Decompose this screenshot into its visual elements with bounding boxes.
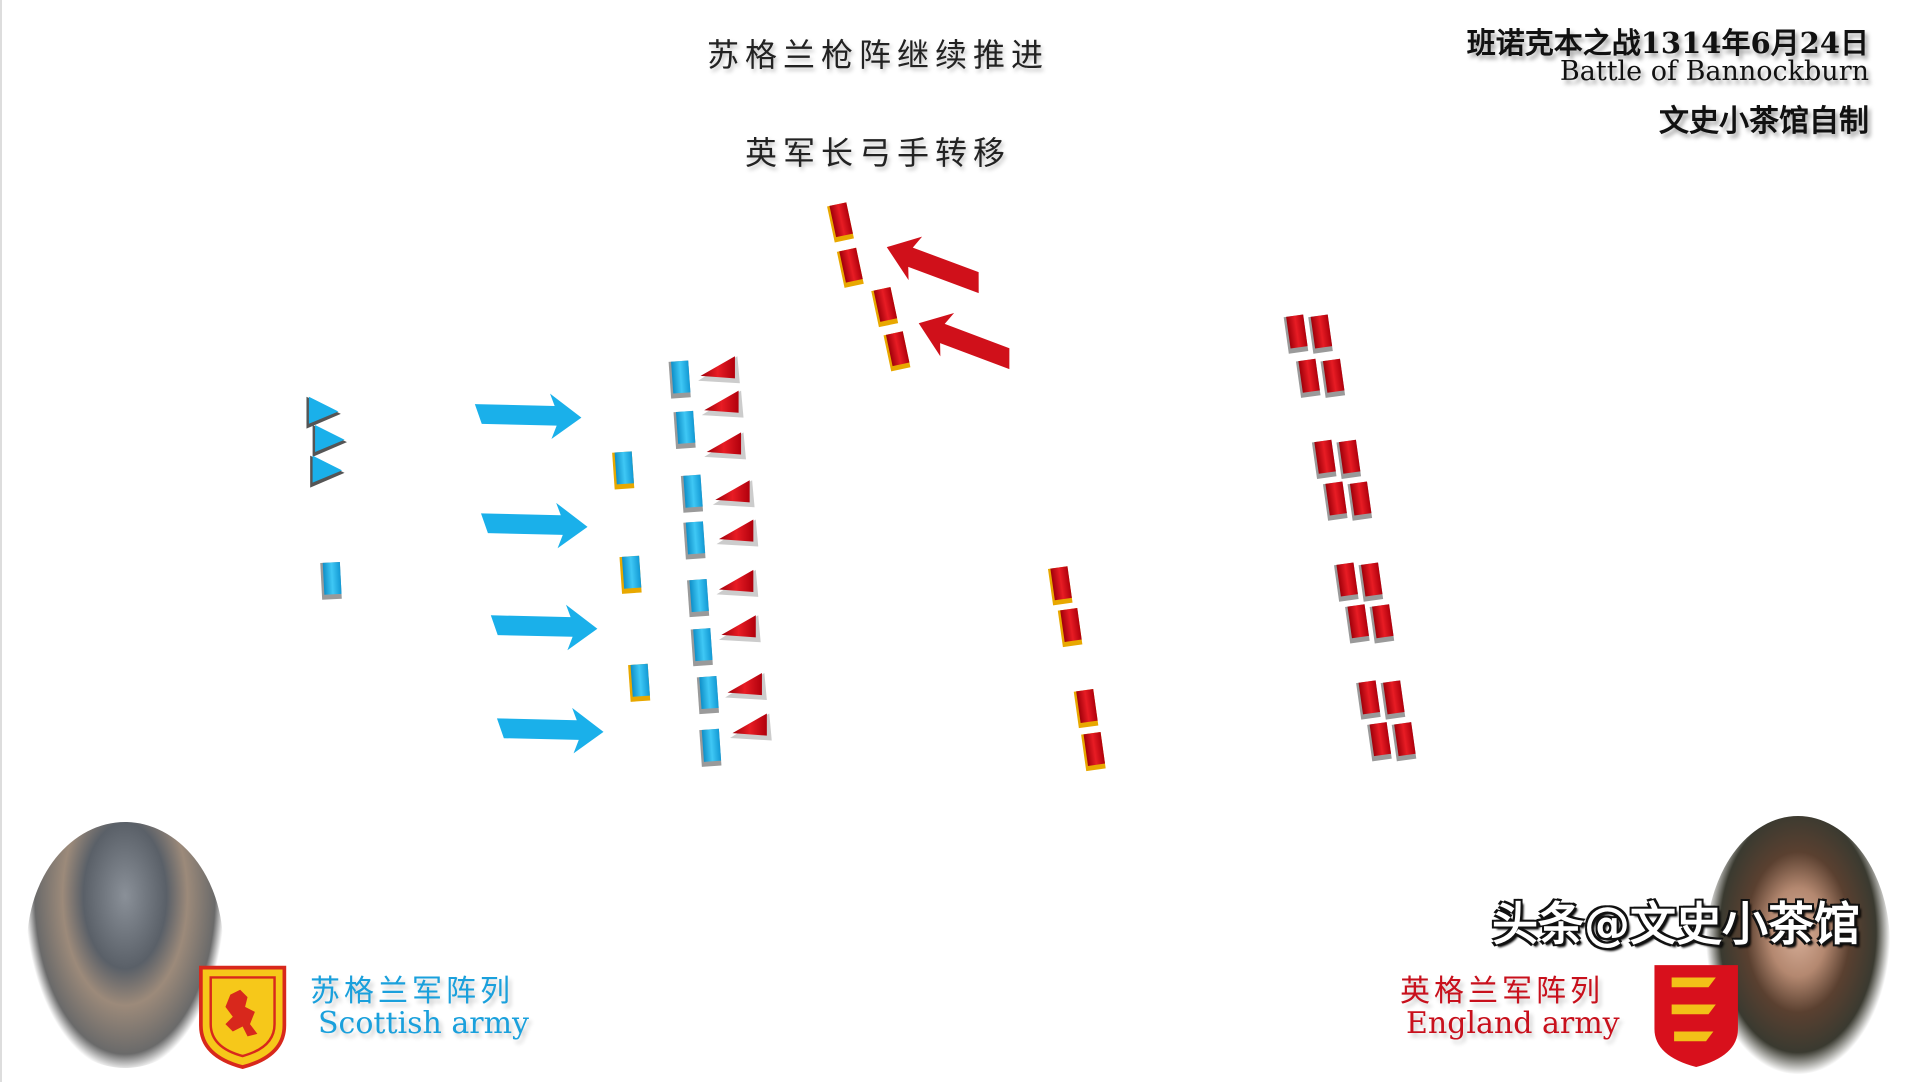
credit-label: 文史小茶馆自制 — [1659, 104, 1869, 139]
english-infantry-marker — [1367, 722, 1392, 762]
english-cavalry-marker — [716, 569, 759, 597]
scottish-frontline-marker — [673, 410, 696, 449]
scottish-schiltron-marker — [628, 663, 651, 702]
english-cavalry-marker — [725, 672, 767, 700]
english-cavalry-marker — [701, 390, 744, 418]
longbow-move-arrow — [918, 312, 1010, 370]
scottish-cavalry-marker — [310, 455, 345, 488]
english-archer-marker — [1073, 688, 1099, 729]
scottish-schiltron-marker — [619, 555, 642, 594]
scottish-frontline-marker — [668, 360, 691, 399]
english-cavalry-marker — [716, 519, 759, 547]
english-infantry-marker — [1380, 680, 1406, 720]
english-cavalry-marker — [712, 480, 755, 508]
english-infantry-marker — [1356, 680, 1381, 720]
scottish-schiltron-marker — [612, 451, 635, 490]
english-infantry-marker — [1295, 358, 1321, 398]
scottish-frontline-marker — [699, 728, 722, 767]
scottish-commander-portrait — [27, 822, 223, 1068]
english-legend-cn: 英格兰军阵列 — [1400, 974, 1604, 1009]
english-infantry-marker — [1391, 722, 1417, 762]
english-cavalry-marker — [718, 615, 761, 643]
scottish-advance-arrow — [496, 707, 604, 754]
scottish-reserve-marker — [320, 561, 342, 600]
english-infantry-marker — [1369, 604, 1395, 644]
watermark: 头条@文史小茶馆 — [1492, 897, 1860, 951]
english-archer-marker — [1057, 607, 1083, 648]
battle-date-cn: 班诺克本之战1314年6月24日 — [1466, 26, 1869, 60]
english-infantry-marker — [1358, 562, 1384, 602]
english-cavalry-marker — [730, 713, 772, 741]
scottish-frontline-marker — [690, 628, 713, 667]
english-infantry-marker — [1322, 481, 1348, 521]
english-infantry-marker — [1334, 562, 1359, 602]
scottish-advance-arrow — [480, 502, 588, 549]
scottish-frontline-marker — [680, 474, 704, 513]
slide-title: 苏格兰枪阵继续推进 — [706, 36, 1049, 74]
scottish-advance-arrow — [490, 604, 598, 651]
english-infantry-marker — [1283, 314, 1309, 354]
english-infantry-marker — [1345, 604, 1370, 644]
english-longbow-marker — [883, 331, 911, 372]
english-longbow-marker — [827, 202, 854, 243]
english-cavalry-marker — [698, 356, 740, 384]
scottish-legend-en: Scottish army — [318, 1006, 529, 1041]
scottish-legend-cn: 苏格兰军阵列 — [310, 974, 514, 1009]
english-archer-marker — [1047, 566, 1073, 606]
english-cavalry-marker — [704, 432, 746, 460]
slide-subtitle: 英军长弓手转移 — [744, 134, 1011, 172]
english-longbow-marker — [836, 247, 864, 288]
scottish-frontline-marker — [696, 676, 719, 715]
scottish-frontline-marker — [683, 521, 706, 560]
scottish-cavalry-marker — [306, 396, 341, 429]
battle-name-en: Battle of Bannockburn — [1559, 56, 1869, 87]
scottish-frontline-marker — [687, 579, 710, 618]
english-archer-marker — [1081, 731, 1106, 772]
lion-rampant-shield-icon — [199, 965, 287, 1069]
scottish-cavalry-marker — [312, 424, 347, 457]
scottish-advance-arrow — [474, 393, 582, 440]
english-legend-en: England army — [1406, 1006, 1620, 1041]
english-infantry-marker — [1320, 358, 1346, 398]
english-infantry-marker — [1308, 314, 1333, 354]
english-longbow-marker — [871, 287, 899, 328]
english-infantry-marker — [1311, 439, 1337, 479]
english-infantry-marker — [1336, 439, 1362, 479]
english-infantry-marker — [1347, 481, 1373, 521]
longbow-move-arrow — [886, 236, 979, 294]
three-lions-shield-icon — [1654, 965, 1738, 1068]
